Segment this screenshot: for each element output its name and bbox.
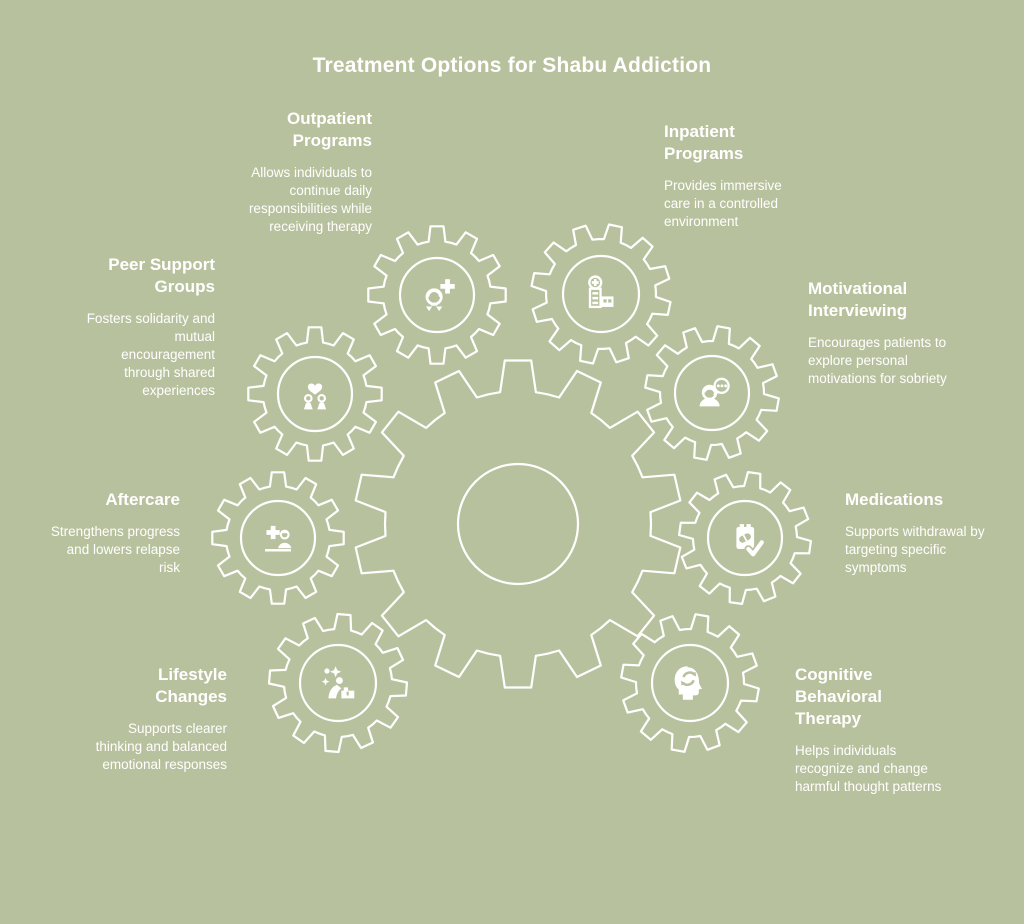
gear-outpatient-programs-hub <box>398 256 476 334</box>
gear-medications <box>678 471 812 605</box>
treatment-item-motivational-interviewing: Motivational Interviewing Encourages pat… <box>808 278 948 388</box>
nurse-plus-icon <box>424 277 457 313</box>
gear-motivational-interviewing-hub <box>673 354 751 432</box>
gear-central <box>354 359 682 689</box>
treatment-description: Allows individuals to continue daily res… <box>248 165 372 235</box>
pill-bottle-check-icon <box>736 524 761 554</box>
treatment-description: Strengthens progress and lowers relapse … <box>50 524 180 575</box>
gear-aftercare-hub <box>239 499 317 577</box>
treatment-item-peer-support-groups: Peer Support Groups Fosters solidarity a… <box>85 254 215 400</box>
person-speech-bubble-icon <box>698 377 730 408</box>
treatment-item-outpatient-programs: Outpatient Programs Allows individuals t… <box>207 108 372 236</box>
treatment-label: Lifestyle Changes <box>155 665 227 707</box>
gear-peer-support-groups <box>247 326 383 462</box>
treatment-description: Helps individuals recognize and change h… <box>795 743 942 795</box>
gear-aftercare <box>211 471 345 605</box>
cross-person-icon <box>264 524 293 553</box>
treatment-label: Cognitive Behavioral Therapy <box>795 665 882 729</box>
gear-inpatient-programs <box>530 223 672 365</box>
gear-inpatient-programs-hub <box>561 254 641 334</box>
gear-outpatient-programs <box>367 225 507 365</box>
treatment-description: Supports withdrawal by targeting specifi… <box>845 524 985 575</box>
treatment-description: Supports clearer thinking and balanced e… <box>95 721 227 773</box>
treatment-label: Aftercare <box>105 490 180 509</box>
gear-peer-support-groups-hub <box>276 355 354 433</box>
treatment-description: Fosters solidarity and mutual encouragem… <box>86 311 215 398</box>
gear-cognitive-behavioral-therapy-hub <box>650 643 730 723</box>
treatment-item-aftercare: Aftercare Strengthens progress and lower… <box>48 489 180 577</box>
treatment-item-inpatient-programs: Inpatient Programs Provides immersive ca… <box>664 121 809 231</box>
treatment-label: Peer Support Groups <box>108 255 215 297</box>
gear-cognitive-behavioral-therapy <box>620 613 760 753</box>
treatment-label: Motivational Interviewing <box>808 279 908 321</box>
gear-motivational-interviewing <box>644 325 780 461</box>
gear-medications-hub <box>706 499 784 577</box>
people-heart-icon <box>302 382 328 411</box>
treatment-item-medications: Medications Supports withdrawal by targe… <box>845 489 990 577</box>
gear-lifestyle-changes-hub <box>298 643 378 723</box>
head-arrows-icon <box>673 664 704 702</box>
treatment-label: Outpatient Programs <box>287 109 372 151</box>
treatment-label: Medications <box>845 490 944 509</box>
person-sparkles-icon <box>321 666 355 699</box>
gear-lifestyle-changes <box>267 612 409 754</box>
treatment-item-cognitive-behavioral-therapy: Cognitive Behavioral Therapy Helps indiv… <box>795 664 945 796</box>
hospital-building-icon <box>588 275 615 309</box>
treatment-item-lifestyle-changes: Lifestyle Changes Supports clearer think… <box>95 664 227 774</box>
treatment-description: Provides immersive care in a controlled … <box>664 178 782 230</box>
page-title: Treatment Options for Shabu Addiction <box>312 54 712 77</box>
treatment-label: Inpatient Programs <box>664 122 744 164</box>
gear-central-hub <box>456 462 580 586</box>
treatment-description: Encourages patients to explore personal … <box>808 335 947 387</box>
